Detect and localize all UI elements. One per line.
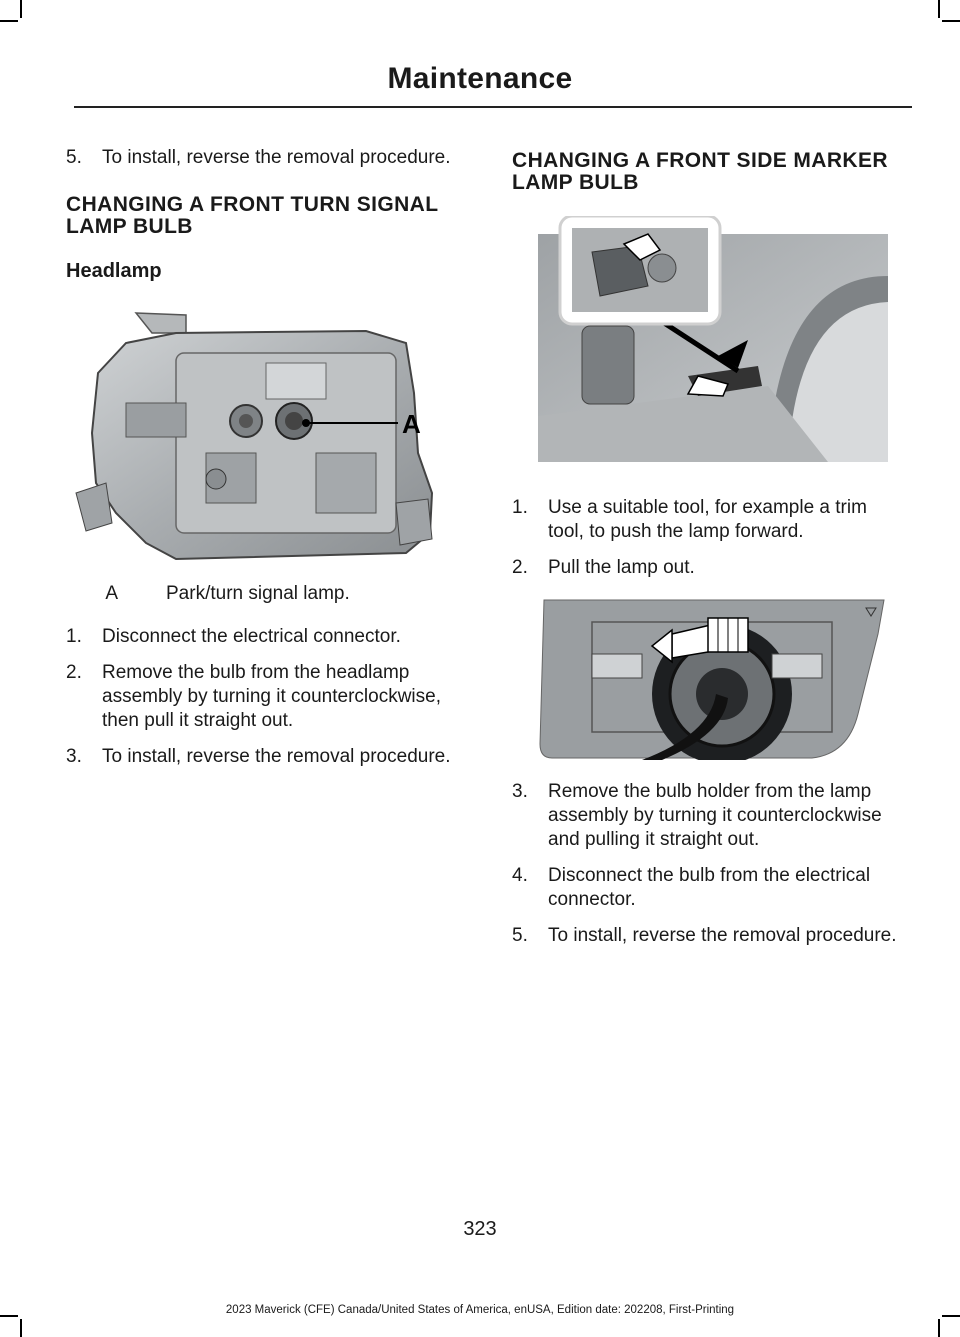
list-item: 4. Disconnect the bulb from the electric… bbox=[512, 864, 908, 912]
crop-mark bbox=[0, 1315, 18, 1317]
list-item: 5. To install, reverse the removal proce… bbox=[66, 146, 466, 170]
bulb-holder-illustration bbox=[539, 599, 885, 764]
right-column: CHANGING A FRONT SIDE MARKER LAMP BULB bbox=[512, 146, 908, 960]
list-item: 3. Remove the bulb holder from the lamp … bbox=[512, 780, 908, 852]
figure-callout-a: A bbox=[402, 409, 421, 439]
section-heading-turn-signal: CHANGING A FRONT TURN SIGNAL LAMP BULB bbox=[66, 193, 439, 238]
step-text: Remove the bulb holder from the lamp ass… bbox=[548, 781, 882, 850]
headlamp-illustration: A bbox=[75, 312, 434, 561]
left-column: 5. To install, reverse the removal proce… bbox=[66, 146, 466, 781]
list-item: 2. Pull the lamp out. bbox=[512, 556, 908, 580]
list-item: 1. Disconnect the electrical connector. bbox=[66, 625, 466, 649]
step-number: 2. bbox=[66, 662, 82, 683]
side-marker-illustration bbox=[538, 214, 888, 462]
figure-legend: A Park/turn signal lamp. bbox=[66, 583, 466, 605]
step-text: To install, reverse the removal procedur… bbox=[102, 147, 451, 168]
step-number: 3. bbox=[66, 746, 82, 767]
crop-mark bbox=[20, 1319, 22, 1337]
step-text: Pull the lamp out. bbox=[548, 557, 695, 578]
list-item: 2. Remove the bulb from the headlamp ass… bbox=[66, 661, 466, 733]
step-text: To install, reverse the removal procedur… bbox=[548, 925, 897, 946]
step-text: Use a suitable tool, for example a trim … bbox=[548, 497, 867, 542]
side-marker-figure bbox=[538, 214, 918, 466]
crop-mark bbox=[0, 20, 18, 22]
edition-info: 2023 Maverick (CFE) Canada/United States… bbox=[225, 1304, 735, 1316]
subheading-headlamp: Headlamp bbox=[66, 260, 162, 282]
step-text: Remove the bulb from the headlamp assemb… bbox=[102, 662, 441, 731]
step-number: 4. bbox=[512, 865, 528, 886]
crop-mark bbox=[942, 1315, 960, 1317]
step-text: Disconnect the electrical connector. bbox=[102, 626, 401, 647]
step-number: 1. bbox=[66, 626, 82, 647]
crop-mark bbox=[938, 0, 940, 18]
list-item: 3. To install, reverse the removal proce… bbox=[66, 745, 466, 769]
page-number: 323 bbox=[463, 1218, 497, 1240]
header-divider bbox=[74, 106, 912, 108]
headlamp-figure: A bbox=[66, 303, 466, 565]
crop-mark bbox=[942, 20, 960, 22]
step-number: 2. bbox=[512, 557, 528, 578]
list-item: 5. To install, reverse the removal proce… bbox=[512, 924, 908, 948]
bulb-holder-figure bbox=[532, 594, 892, 764]
list-item: 1. Use a suitable tool, for example a tr… bbox=[512, 496, 908, 544]
legend-value: Park/turn signal lamp. bbox=[166, 583, 350, 604]
legend-key: A bbox=[105, 583, 118, 604]
step-number: 5. bbox=[66, 147, 82, 168]
crop-mark bbox=[938, 1319, 940, 1337]
crop-mark bbox=[20, 0, 22, 18]
step-number: 1. bbox=[512, 497, 528, 518]
step-number: 5. bbox=[512, 925, 528, 946]
page-title: Maintenance bbox=[387, 62, 573, 95]
step-text: To install, reverse the removal procedur… bbox=[102, 746, 451, 767]
step-text: Disconnect the bulb from the electrical … bbox=[548, 865, 871, 910]
section-heading-side-marker: CHANGING A FRONT SIDE MARKER LAMP BULB bbox=[512, 149, 888, 194]
step-number: 3. bbox=[512, 781, 528, 802]
